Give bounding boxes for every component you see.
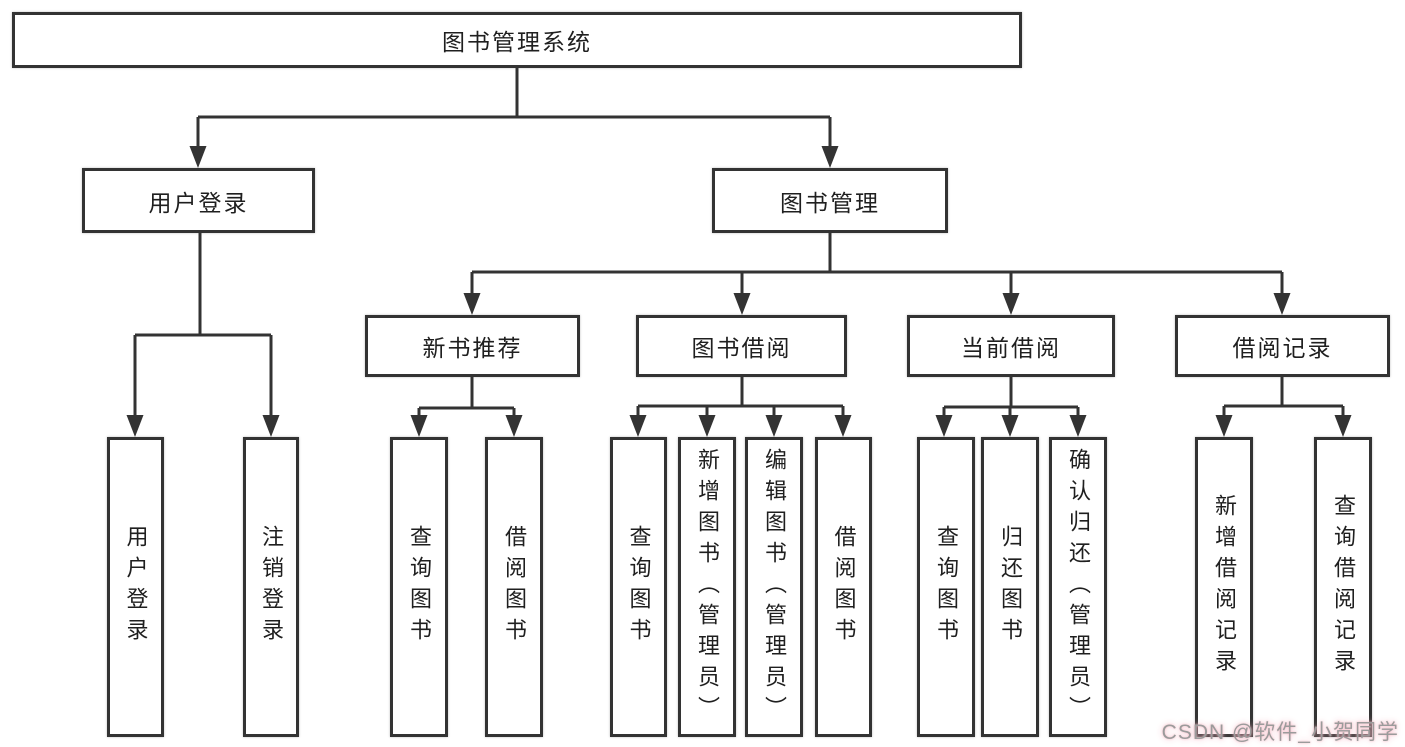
node-new-book-recommend: 新书推荐: [365, 315, 580, 377]
arrowhead: [1215, 415, 1233, 437]
node-book-borrowing: 图书借阅: [636, 315, 847, 377]
arrowhead: [505, 415, 523, 437]
arrowhead: [834, 415, 852, 437]
arrowhead: [1001, 415, 1019, 437]
arrowhead: [463, 293, 481, 315]
node-user-login: 用户登录: [82, 168, 315, 233]
arrowhead: [126, 415, 144, 437]
arrowhead: [765, 415, 783, 437]
arrowhead: [189, 146, 207, 168]
node-label: 图书借阅: [691, 335, 792, 361]
leaf-label: 新增图书（管理员）: [695, 447, 720, 727]
node-label: 图书管理系统: [442, 29, 592, 55]
leaf-label: 借阅图书: [831, 525, 857, 649]
node-current-borrowing: 当前借阅: [907, 315, 1115, 377]
leaf-label: 查询借阅记录: [1331, 494, 1356, 680]
leaf-confirm-return-admin: 确认归还（管理员）: [1049, 437, 1107, 737]
leaf-label: 查询图书: [934, 525, 959, 649]
arrowhead: [262, 415, 280, 437]
leaf-label: 编辑图书（管理员）: [762, 447, 787, 727]
csdn-watermark: CSDN @软件_小贺同学: [1161, 721, 1399, 744]
node-label: 借阅记录: [1232, 335, 1333, 361]
leaf-return-book: 归还图书: [981, 437, 1039, 737]
arrowhead: [821, 146, 839, 168]
node-borrow-records: 借阅记录: [1175, 315, 1390, 377]
leaf-label: 用户登录: [123, 525, 149, 649]
leaf-add-book-admin: 新增图书（管理员）: [678, 437, 736, 737]
arrowhead: [1069, 415, 1087, 437]
leaf-label: 确认归还（管理员）: [1066, 447, 1091, 727]
leaf-label: 借阅图书: [502, 525, 527, 649]
node-label: 图书管理: [780, 189, 880, 216]
node-label: 新书推荐: [422, 335, 523, 361]
leaf-label: 查询图书: [407, 525, 432, 649]
leaf-query-books-recommend: 查询图书: [390, 437, 448, 737]
leaf-label: 查询图书: [626, 525, 652, 649]
leaf-edit-book-admin: 编辑图书（管理员）: [745, 437, 803, 737]
leaf-label: 归还图书: [998, 525, 1023, 649]
node-book-management: 图书管理: [712, 168, 948, 233]
leaf-borrow-books-recommend: 借阅图书: [485, 437, 543, 737]
arrowhead: [629, 415, 647, 437]
leaf-label: 新增借阅记录: [1212, 494, 1237, 680]
leaf-query-books-current: 查询图书: [917, 437, 975, 737]
node-label: 用户登录: [148, 189, 249, 216]
arrowhead: [733, 293, 751, 315]
arrowhead: [1273, 293, 1291, 315]
arrowhead: [698, 415, 716, 437]
arrowhead: [1002, 293, 1020, 315]
leaf-query-books-borrowing: 查询图书: [610, 437, 667, 737]
arrowhead: [1334, 415, 1352, 437]
leaf-add-borrow-record: 新增借阅记录: [1195, 437, 1253, 737]
leaf-query-borrow-record: 查询借阅记录: [1314, 437, 1372, 737]
arrowhead: [935, 415, 953, 437]
leaf-borrow-books: 借阅图书: [815, 437, 872, 737]
leaf-label: 注销登录: [259, 525, 284, 649]
leaf-logout: 注销登录: [243, 437, 299, 737]
arrowhead: [410, 415, 428, 437]
node-library-management-system: 图书管理系统: [12, 12, 1022, 68]
node-label: 当前借阅: [961, 335, 1061, 361]
leaf-user-login: 用户登录: [107, 437, 164, 737]
